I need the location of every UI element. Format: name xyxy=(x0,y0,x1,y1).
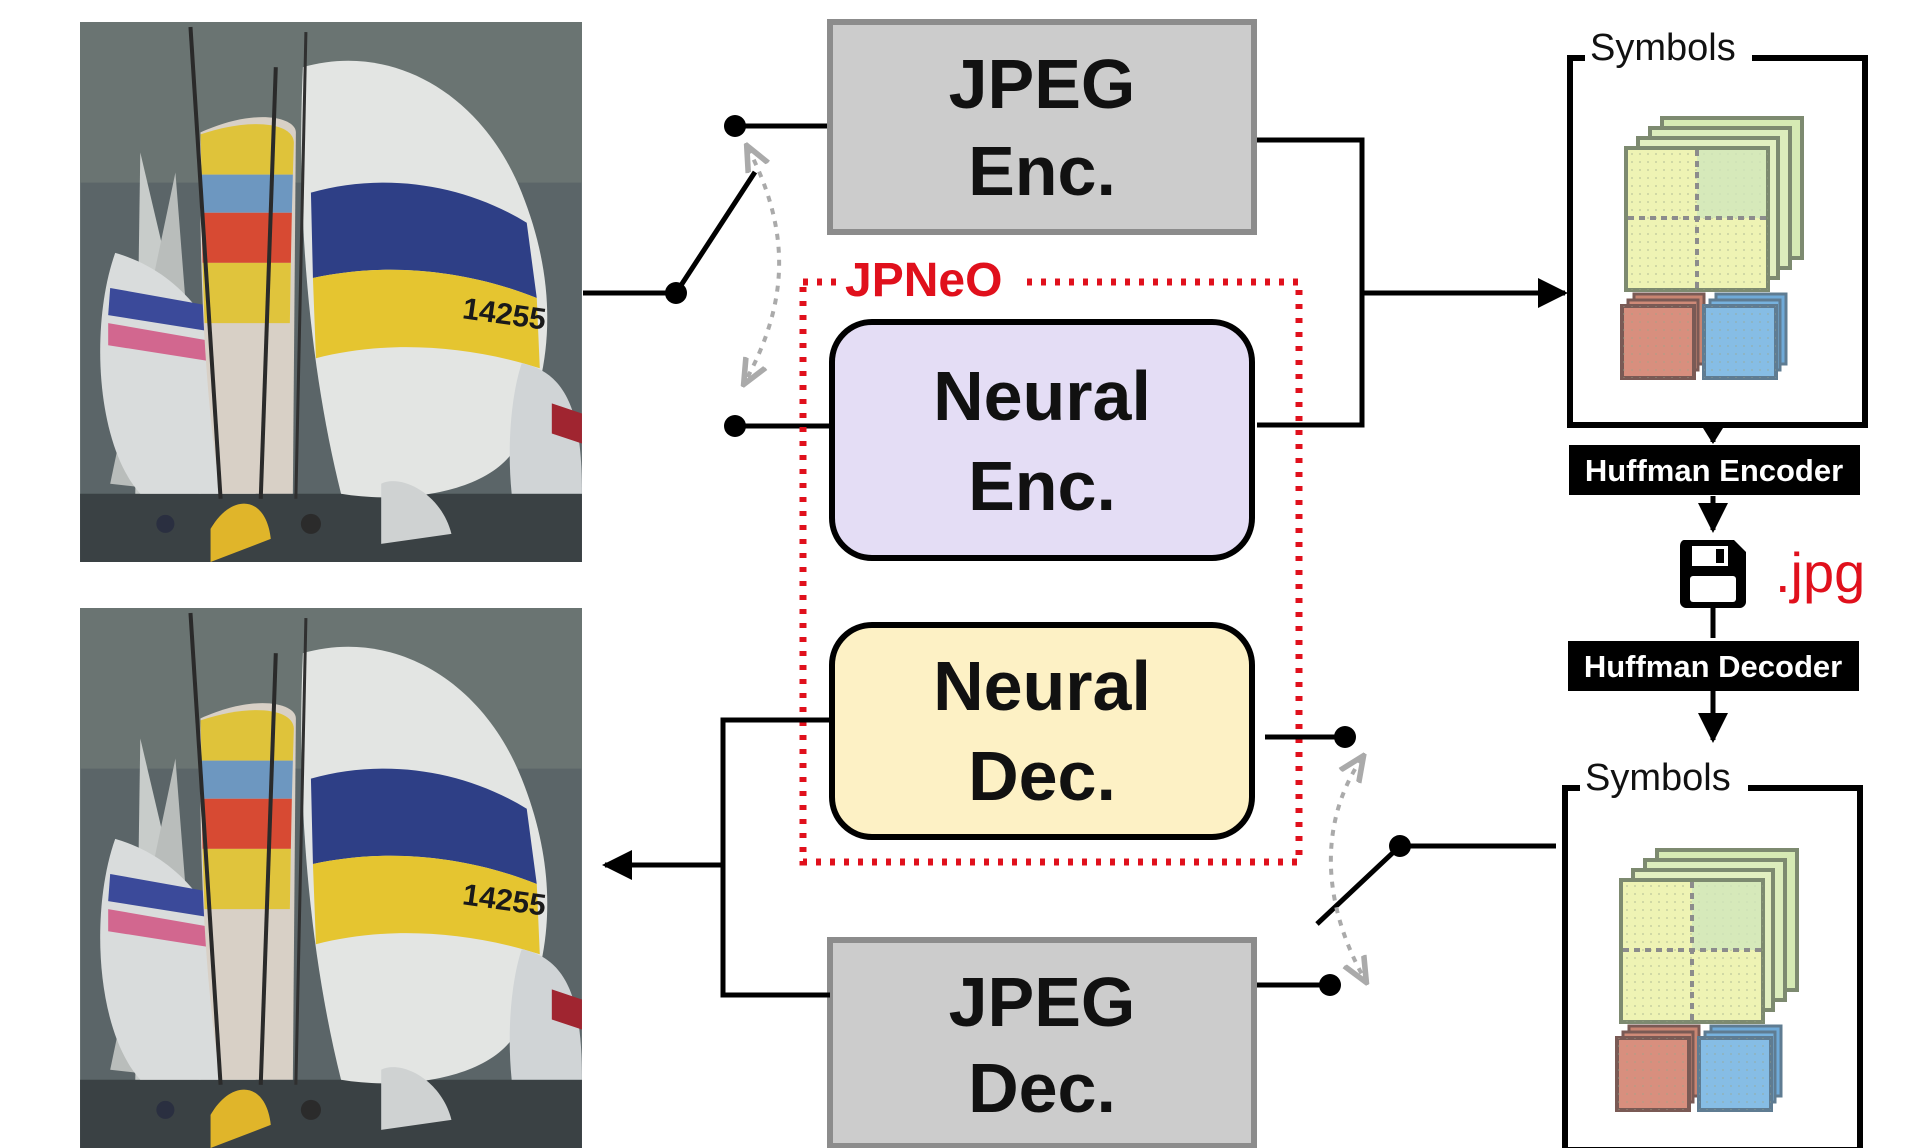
decoder-switch-pivot xyxy=(1389,835,1411,857)
jpeg-decoder-line2: Dec. xyxy=(968,1049,1116,1127)
decoder-switch-jpeg-terminal xyxy=(1319,974,1341,996)
jpeg-encoder-line1: JPEG xyxy=(949,45,1136,123)
output-image xyxy=(80,608,582,1148)
neural-encoder-line1: Neural xyxy=(933,357,1151,435)
neural-decoder-line1: Neural xyxy=(933,647,1151,725)
symbols-top-panel: Symbols xyxy=(1567,27,1868,428)
neural-decoder-block: Neural Dec. xyxy=(829,622,1255,840)
file-extension-label: .jpg xyxy=(1775,541,1865,604)
neural-decoder-line2: Dec. xyxy=(968,737,1116,815)
huffman-decoder-label: Huffman Decoder xyxy=(1584,649,1842,684)
encoder-output-connector xyxy=(1257,137,1568,428)
input-image xyxy=(80,22,582,562)
symbols-top-icon xyxy=(1620,116,1804,380)
huffman-decoder-block: Huffman Decoder xyxy=(1568,641,1859,691)
symbols-bottom-icon xyxy=(1615,848,1799,1112)
encoder-switch xyxy=(583,123,830,429)
decoder-switch-neural-terminal xyxy=(1334,726,1356,748)
decoder-switch-toggle-arrow xyxy=(1328,758,1365,980)
encoder-switch-pivot xyxy=(665,282,687,304)
neural-encoder-block: Neural Enc. xyxy=(829,319,1255,561)
symbols-top-label: Symbols xyxy=(1590,27,1736,69)
encoder-switch-neural-terminal xyxy=(724,415,746,437)
jpneo-group-outline xyxy=(799,278,1303,866)
save-disk-icon xyxy=(1680,540,1746,608)
decoder-switch xyxy=(1257,734,1556,988)
huffman-encoder-in-arrow xyxy=(1703,428,1723,444)
huffman-encoder-block: Huffman Encoder xyxy=(1569,445,1860,495)
neural-encoder-line2: Enc. xyxy=(968,447,1116,525)
jpneo-label-backing xyxy=(840,252,1020,312)
symbols-bottom-panel: Symbols xyxy=(1562,757,1863,1148)
encoder-switch-jpeg-terminal xyxy=(724,115,746,137)
jpeg-decoder-line1: JPEG xyxy=(949,963,1136,1041)
encoder-switch-toggle-arrow xyxy=(745,148,782,382)
huffman-encoder-label: Huffman Encoder xyxy=(1585,453,1843,488)
jpeg-encoder-block: JPEG Enc. xyxy=(827,19,1257,235)
decoder-output-connector xyxy=(602,717,830,998)
jpneo-label: JPNeO xyxy=(845,254,1002,307)
symbols-bottom-label: Symbols xyxy=(1585,757,1731,799)
jpeg-encoder-line2: Enc. xyxy=(968,132,1116,210)
jpeg-decoder-block: JPEG Dec. xyxy=(827,937,1257,1148)
